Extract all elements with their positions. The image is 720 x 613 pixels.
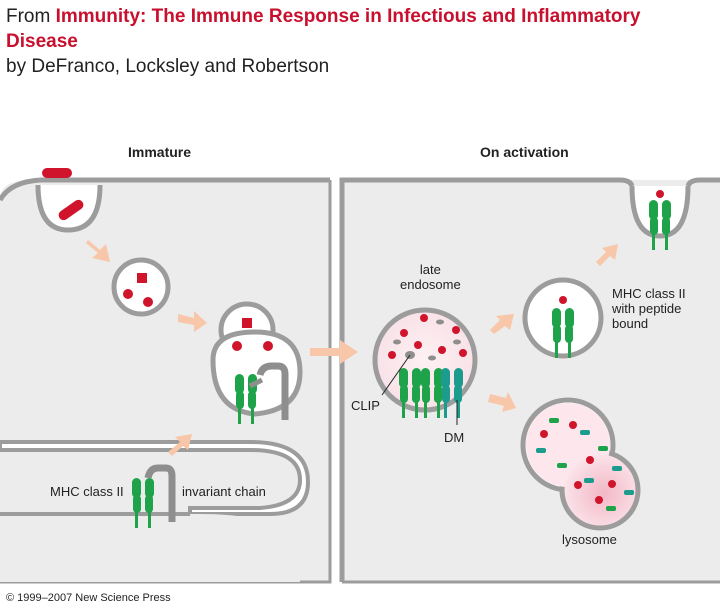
arrows-right xyxy=(488,244,618,412)
er-mhc xyxy=(132,464,176,528)
label-mhc-peptide-line3: bound xyxy=(612,316,649,331)
book-title: Immunity: The Immune Response in Infecti… xyxy=(6,6,641,52)
endocytic-vesicle xyxy=(35,168,103,233)
vesicle-small xyxy=(111,257,171,317)
peptide-mhc-vesicle xyxy=(522,277,604,359)
label-mhc-peptide: MHC class II with peptide bound xyxy=(612,286,686,331)
panel-title-activation: On activation xyxy=(480,144,569,160)
arrows-left xyxy=(86,240,207,456)
label-mhc-class-ii: MHC class II xyxy=(50,484,124,499)
label-endosome: endosome xyxy=(400,277,461,292)
late-endosome xyxy=(372,307,478,425)
label-mhc-peptide-line2: with peptide xyxy=(612,301,682,316)
label-clip: CLIP xyxy=(351,398,380,413)
activation-arrow xyxy=(310,340,358,364)
lysosome xyxy=(520,397,641,531)
book-authors: by DeFranco, Locksley and Robertson xyxy=(6,56,330,77)
label-lysosome: lysosome xyxy=(562,532,617,547)
panel-title-immature: Immature xyxy=(128,144,192,160)
label-invariant-chain: invariant chain xyxy=(182,484,266,499)
label-late-endosome: late endosome xyxy=(400,262,461,292)
surface-mhc xyxy=(629,185,691,250)
copyright: © 1999–2007 New Science Press xyxy=(6,592,171,604)
label-late: late xyxy=(419,262,441,277)
vesicle-mhc xyxy=(210,301,303,424)
label-dm: DM xyxy=(444,430,465,445)
header-prefix: From xyxy=(6,6,56,27)
label-mhc-peptide-line1: MHC class II xyxy=(612,286,686,301)
left-cell xyxy=(0,177,332,584)
header: From Immunity: The Immune Response in In… xyxy=(6,4,716,79)
